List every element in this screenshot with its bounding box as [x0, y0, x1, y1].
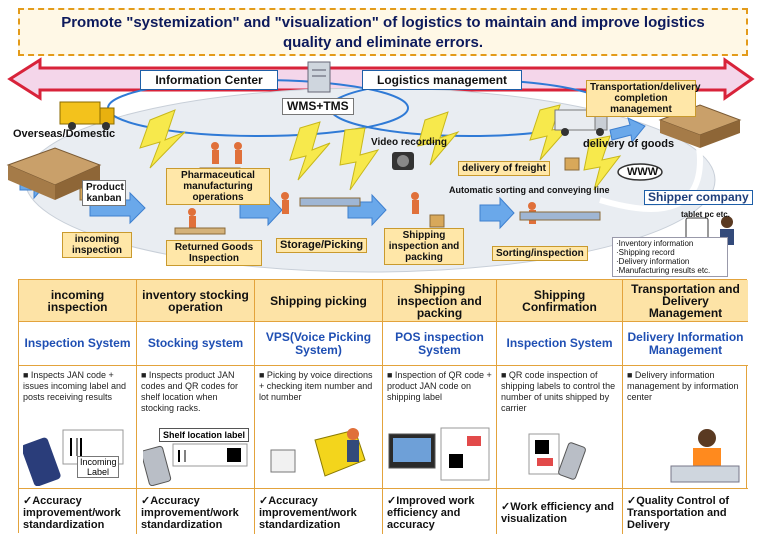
worker-icon [411, 192, 419, 200]
incoming-inspection-label: incoming inspection [62, 232, 132, 258]
table-column: inventory stocking operation Stocking sy… [137, 280, 255, 534]
shipping-scanner-icon [528, 433, 586, 480]
warehouse-icon [6, 147, 102, 200]
shelf-location-tag: Shelf location label [159, 428, 250, 442]
flow-diagram [6, 57, 755, 273]
system-name: Stocking system [137, 322, 254, 366]
column-header: Transportation and Delivery Management [623, 280, 748, 322]
headline-line-1: Promote "systemization" and "visualizati… [61, 14, 705, 31]
shipper-company-label: Shipper company [644, 190, 753, 205]
info-notes: ·Inventory information ·Shipping record … [612, 237, 728, 277]
sorting-inspection-label: Sorting/inspection [492, 246, 588, 261]
headline-banner: Promote "systemization" and "visualizati… [18, 8, 748, 56]
voice-picking-icon [270, 428, 366, 477]
lightning-icon [339, 127, 380, 191]
flow-arrow [479, 196, 515, 230]
system-name: Inspection System [19, 322, 136, 366]
truck-icon [59, 101, 115, 130]
benefit: ✓Accuracy improvement/work standardizati… [19, 488, 136, 534]
person-icon [721, 216, 733, 228]
benefit: ✓Work efficiency and visualization [497, 488, 622, 534]
column-header: incoming inspection [19, 280, 136, 322]
system-description: ■ Picking by voice directions + checking… [259, 370, 373, 402]
worker-icon [188, 208, 196, 216]
worker-icon [211, 142, 219, 150]
auto-sorting-label: Automatic sorting and conveying line [449, 185, 610, 195]
storage-picking-label: Storage/Picking [276, 238, 368, 253]
benefit: ✓Quality Control of Transportation and D… [623, 488, 748, 534]
benefit: ✓Improved work efficiency and accuracy [383, 488, 496, 534]
column-header: Shipping inspection and packing [383, 280, 496, 322]
wms-tms-label: WMS+TMS [282, 98, 354, 115]
note-item: ·Delivery information [616, 257, 690, 266]
note-item: ·Shipping record [616, 248, 675, 257]
table-column: Transportation and Delivery Management D… [623, 280, 748, 534]
lightning-icon [289, 121, 331, 181]
delivery-freight-label: delivery of freight [458, 161, 550, 176]
overseas-domestic-label: Overseas/Domestic [13, 128, 116, 140]
www-ellipse [617, 163, 663, 181]
shipping-inspection-label: Shipping inspection and packing [384, 228, 464, 265]
worker-icon [281, 192, 289, 200]
delivery-goods-label: delivery of goods [583, 138, 675, 150]
operator-icon [670, 429, 740, 483]
incoming-label-tag: Incoming Label [77, 456, 119, 478]
table-column: Shipping Confirmation Inspection System … [497, 280, 623, 534]
tablet-pc-label: tablet pc etc. [681, 210, 730, 219]
www-label: WWW [627, 166, 659, 178]
system-name: VPS(Voice Picking System) [255, 322, 382, 366]
pos-terminal-icon [388, 427, 490, 481]
product-kanban-label: Product kanban [82, 180, 126, 206]
pharma-ops-label: Pharmaceutical manufacturing operations [166, 168, 270, 205]
note-item: ·Manufacturing results etc. [616, 266, 711, 275]
logistics-mgmt-label: Logistics management [362, 70, 522, 90]
system-description: ■ Delivery information management by inf… [627, 370, 739, 402]
column-header: Shipping Confirmation [497, 280, 622, 322]
video-recording-label: Video recording [371, 137, 447, 148]
lightning-icon [139, 109, 186, 169]
system-name: POS inspection System [383, 322, 496, 366]
system-name: Inspection System [497, 322, 622, 366]
system-description: ■ Inspects product JAN codes and QR code… [141, 370, 239, 413]
system-name: Delivery Information Management [623, 322, 748, 366]
worker-icon [234, 142, 242, 150]
lightning-icon [529, 104, 572, 161]
column-header: Shipping picking [255, 280, 382, 322]
table-column: Shipping picking VPS(Voice Picking Syste… [255, 280, 383, 534]
table-column: incoming inspection Inspection System ■ … [19, 280, 137, 534]
returned-goods-label: Returned Goods Inspection [166, 240, 262, 266]
benefit: ✓Accuracy improvement/work standardizati… [255, 488, 382, 534]
transport-completion-label: Transportation/delivery completion manag… [586, 80, 701, 117]
system-description: ■ Inspection of QR code + product JAN co… [387, 370, 492, 402]
worker-icon [528, 202, 536, 210]
benefit: ✓Accuracy improvement/work standardizati… [137, 488, 254, 534]
conveyor-icon [519, 211, 601, 221]
shelf-icon [174, 227, 226, 235]
server-icon [307, 61, 331, 93]
conveyor-icon [299, 197, 361, 207]
lightning-icon [417, 111, 460, 166]
box-icon [564, 157, 580, 171]
systems-table: incoming inspection Inspection System ■ … [18, 279, 748, 534]
lightning-icon [583, 135, 622, 191]
headline-line-2: quality and eliminate errors. [282, 34, 484, 51]
box-icon [429, 214, 445, 228]
info-center-label: Information Center [140, 70, 278, 90]
scanner-shelf-label-icon [143, 443, 248, 486]
truck-icon [554, 109, 608, 136]
flow-arrow [609, 117, 646, 144]
table-column: Shipping inspection and packing POS insp… [383, 280, 497, 534]
system-description: ■ Inspects JAN code + issues incoming la… [23, 370, 127, 402]
system-description: ■ QR code inspection of shipping labels … [501, 370, 616, 413]
note-item: ·Inventory information [616, 239, 694, 248]
column-header: inventory stocking operation [137, 280, 254, 322]
